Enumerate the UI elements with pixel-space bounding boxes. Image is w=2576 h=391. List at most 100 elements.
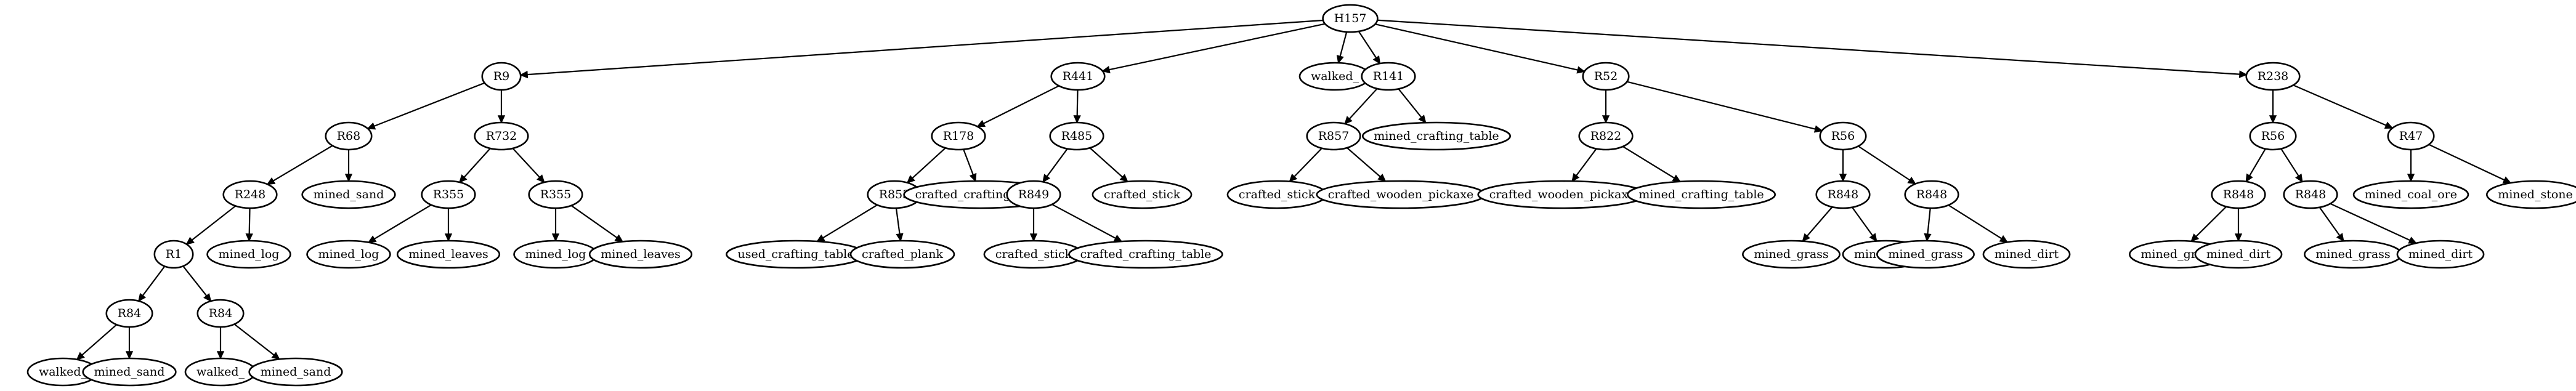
node-ellipse — [1322, 4, 1379, 33]
node-label: R857 — [1318, 129, 1350, 143]
edge-line — [2319, 207, 2341, 236]
node-r56: R56 — [1819, 121, 1867, 151]
node-crafted-plank: crafted_plank — [849, 240, 955, 269]
node-ellipse — [1982, 240, 2071, 269]
arrowhead-icon — [1907, 176, 1917, 185]
node-r355: R355 — [528, 180, 583, 209]
node-label: R84 — [118, 307, 141, 320]
edge-line — [1348, 88, 1378, 119]
arrowhead-icon — [537, 174, 545, 183]
arrowhead-icon — [1073, 115, 1081, 124]
edge-r238-to-r47 — [2293, 84, 2394, 129]
node-r848: R848 — [1904, 180, 1959, 209]
edge-h157-to-r141 — [1358, 31, 1381, 65]
arrowhead-icon — [125, 351, 134, 360]
edge-r848-to-mined-grass — [1802, 206, 1833, 242]
edge-line — [1294, 147, 1322, 177]
node-label: R248 — [235, 188, 266, 201]
node-ellipse — [1068, 240, 1223, 269]
edge-r52-to-r822 — [1602, 90, 1610, 124]
arrowhead-icon — [266, 177, 276, 185]
node-ellipse — [1742, 240, 1841, 269]
node-crafted-stick: crafted_stick — [1226, 180, 1327, 209]
node-ellipse — [1362, 121, 1511, 151]
arrowhead-icon — [1119, 174, 1128, 183]
node-mined-grass: mined_grass — [1742, 240, 1841, 269]
node-mined-sand: mined_sand — [248, 357, 343, 387]
node-label: crafted_wooden_pickaxe — [1489, 188, 1635, 201]
node-mined-sand: mined_sand — [301, 180, 396, 209]
edge-r848-to-mined-dirt — [1948, 204, 2009, 243]
node-h157: H157 — [1322, 4, 1379, 33]
edge-line — [373, 82, 485, 127]
node-label: R848 — [1916, 188, 1948, 201]
node-label: mined_dirt — [1995, 248, 2059, 261]
node-mined-log: mined_log — [206, 240, 291, 269]
node-label: R56 — [1831, 129, 1855, 143]
node-label: R822 — [1590, 129, 1622, 143]
edge-line — [1046, 148, 1068, 177]
node-mined-crafting-table: mined_crafting_table — [1627, 180, 1776, 209]
arrowhead-icon — [497, 115, 506, 124]
node-ellipse — [82, 357, 177, 387]
arrowhead-icon — [203, 293, 212, 302]
edge-r355-to-mined-leaves — [444, 208, 453, 242]
edge-line — [1377, 19, 2240, 75]
edge-h157-to-r441 — [1101, 23, 1326, 74]
node-r355: R355 — [421, 180, 476, 209]
arrowhead-icon — [906, 175, 915, 183]
arrowhead-icon — [245, 233, 253, 242]
node-label: mined_log — [219, 248, 280, 261]
arrowhead-icon — [1813, 125, 1823, 133]
arrowhead-icon — [1042, 174, 1051, 183]
node-r238: R238 — [2245, 62, 2301, 91]
node-mined-log: mined_log — [513, 240, 598, 269]
edge-r84-to-walked — [76, 324, 117, 361]
edge-h157-to-walked — [1336, 31, 1348, 64]
arrowhead-icon — [1372, 55, 1381, 65]
node-label: mined_grass — [1754, 248, 1828, 261]
edge-r56-to-r848 — [1858, 145, 1917, 185]
edge-line — [1339, 31, 1348, 57]
node-r52: R52 — [1582, 62, 1630, 91]
arrowhead-icon — [1576, 66, 1586, 74]
node-label: mined_sand — [261, 365, 331, 379]
node-r84: R84 — [196, 299, 245, 328]
node-label: R732 — [486, 129, 517, 143]
edge-r9-to-r68 — [367, 82, 485, 130]
node-r68: R68 — [325, 121, 373, 151]
node-ellipse — [2485, 180, 2576, 209]
arrowhead-icon — [1344, 116, 1353, 125]
edge-line — [895, 208, 901, 235]
node-mined-coal-ore: mined_coal_ore — [2352, 180, 2469, 209]
arrowhead-icon — [1377, 174, 1387, 182]
node-crafted-wooden-pickaxe: crafted_wooden_pickaxe — [1477, 180, 1647, 209]
edge-r485-to-r849 — [1042, 148, 1068, 183]
edge-line — [1576, 148, 1597, 177]
node-ellipse — [588, 240, 693, 269]
node-r141: R141 — [1361, 62, 1416, 91]
node-ellipse — [206, 240, 291, 269]
arrowhead-icon — [367, 122, 376, 130]
arrowhead-icon — [2384, 121, 2394, 129]
node-label: mined_leaves — [408, 248, 488, 261]
arrowhead-icon — [137, 292, 147, 302]
edge-r52-to-r56 — [1626, 81, 1823, 133]
node-label: H157 — [1334, 12, 1367, 25]
node-ellipse — [1904, 180, 1959, 209]
node-ellipse — [1876, 240, 1975, 269]
node-mined-leaves: mined_leaves — [588, 240, 693, 269]
edge-line — [1347, 147, 1381, 177]
node-mined-sand: mined_sand — [82, 357, 177, 387]
node-label: R1 — [166, 248, 182, 261]
node-ellipse — [105, 299, 153, 328]
node-ellipse — [1306, 121, 1361, 151]
arrowhead-icon — [1113, 235, 1123, 242]
node-r178: R178 — [931, 121, 986, 151]
edge-r849-to-crafted-crafting-table — [1051, 203, 1123, 242]
node-label: R52 — [1594, 70, 1618, 83]
edge-r1-to-r84 — [182, 265, 212, 302]
node-ellipse — [301, 180, 396, 209]
arrowhead-icon — [2238, 70, 2248, 78]
node-ellipse — [1049, 121, 1104, 151]
